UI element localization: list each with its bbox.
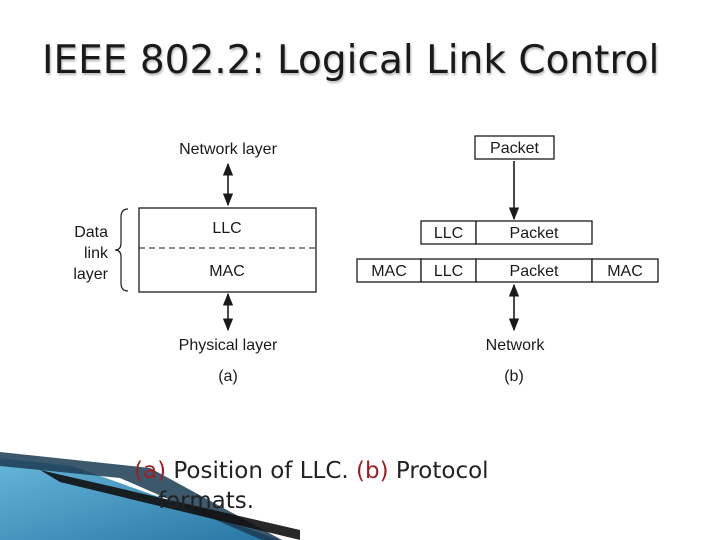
caption-part-a-tag: (a) [134, 458, 167, 484]
network-layer-label: Network layer [179, 141, 277, 158]
caption-part-b-tag: (b) [356, 458, 389, 484]
caption-part-b-text-line2: formats. [158, 488, 255, 514]
panel-a-label: (a) [218, 368, 238, 385]
top-packet-label: Packet [490, 140, 539, 157]
row1-packet-label: Packet [510, 225, 559, 242]
llc-label-a: LLC [212, 220, 241, 237]
brace-label-layer: layer [73, 266, 108, 283]
panel-b-label: (b) [504, 368, 524, 385]
caption-part-a-text: Position of LLC. [166, 458, 357, 484]
caption-part-b-text-line1: Protocol [388, 458, 489, 484]
figure-caption: (a) Position of LLC. (b) Protocol format… [134, 456, 564, 516]
brace-label-data: Data [74, 224, 108, 241]
row2-packet-label: Packet [510, 263, 559, 280]
data-link-box [138, 207, 317, 293]
brace-label-link: link [84, 245, 109, 262]
row1-llc-label: LLC [434, 225, 463, 242]
row2-mac-right-label: MAC [607, 263, 643, 280]
row1-packet-cell [475, 220, 593, 245]
top-packet-box [474, 135, 555, 160]
physical-layer-label: Physical layer [179, 337, 278, 354]
data-link-brace [114, 208, 129, 292]
row2-llc-label: LLC [434, 263, 463, 280]
row2-mac-right-cell [591, 258, 659, 283]
mac-label-a: MAC [209, 263, 245, 280]
network-label: Network [486, 337, 546, 354]
slide-title: IEEE 802.2: Logical Link Control [42, 38, 660, 83]
row2-mac-left-label: MAC [371, 263, 407, 280]
